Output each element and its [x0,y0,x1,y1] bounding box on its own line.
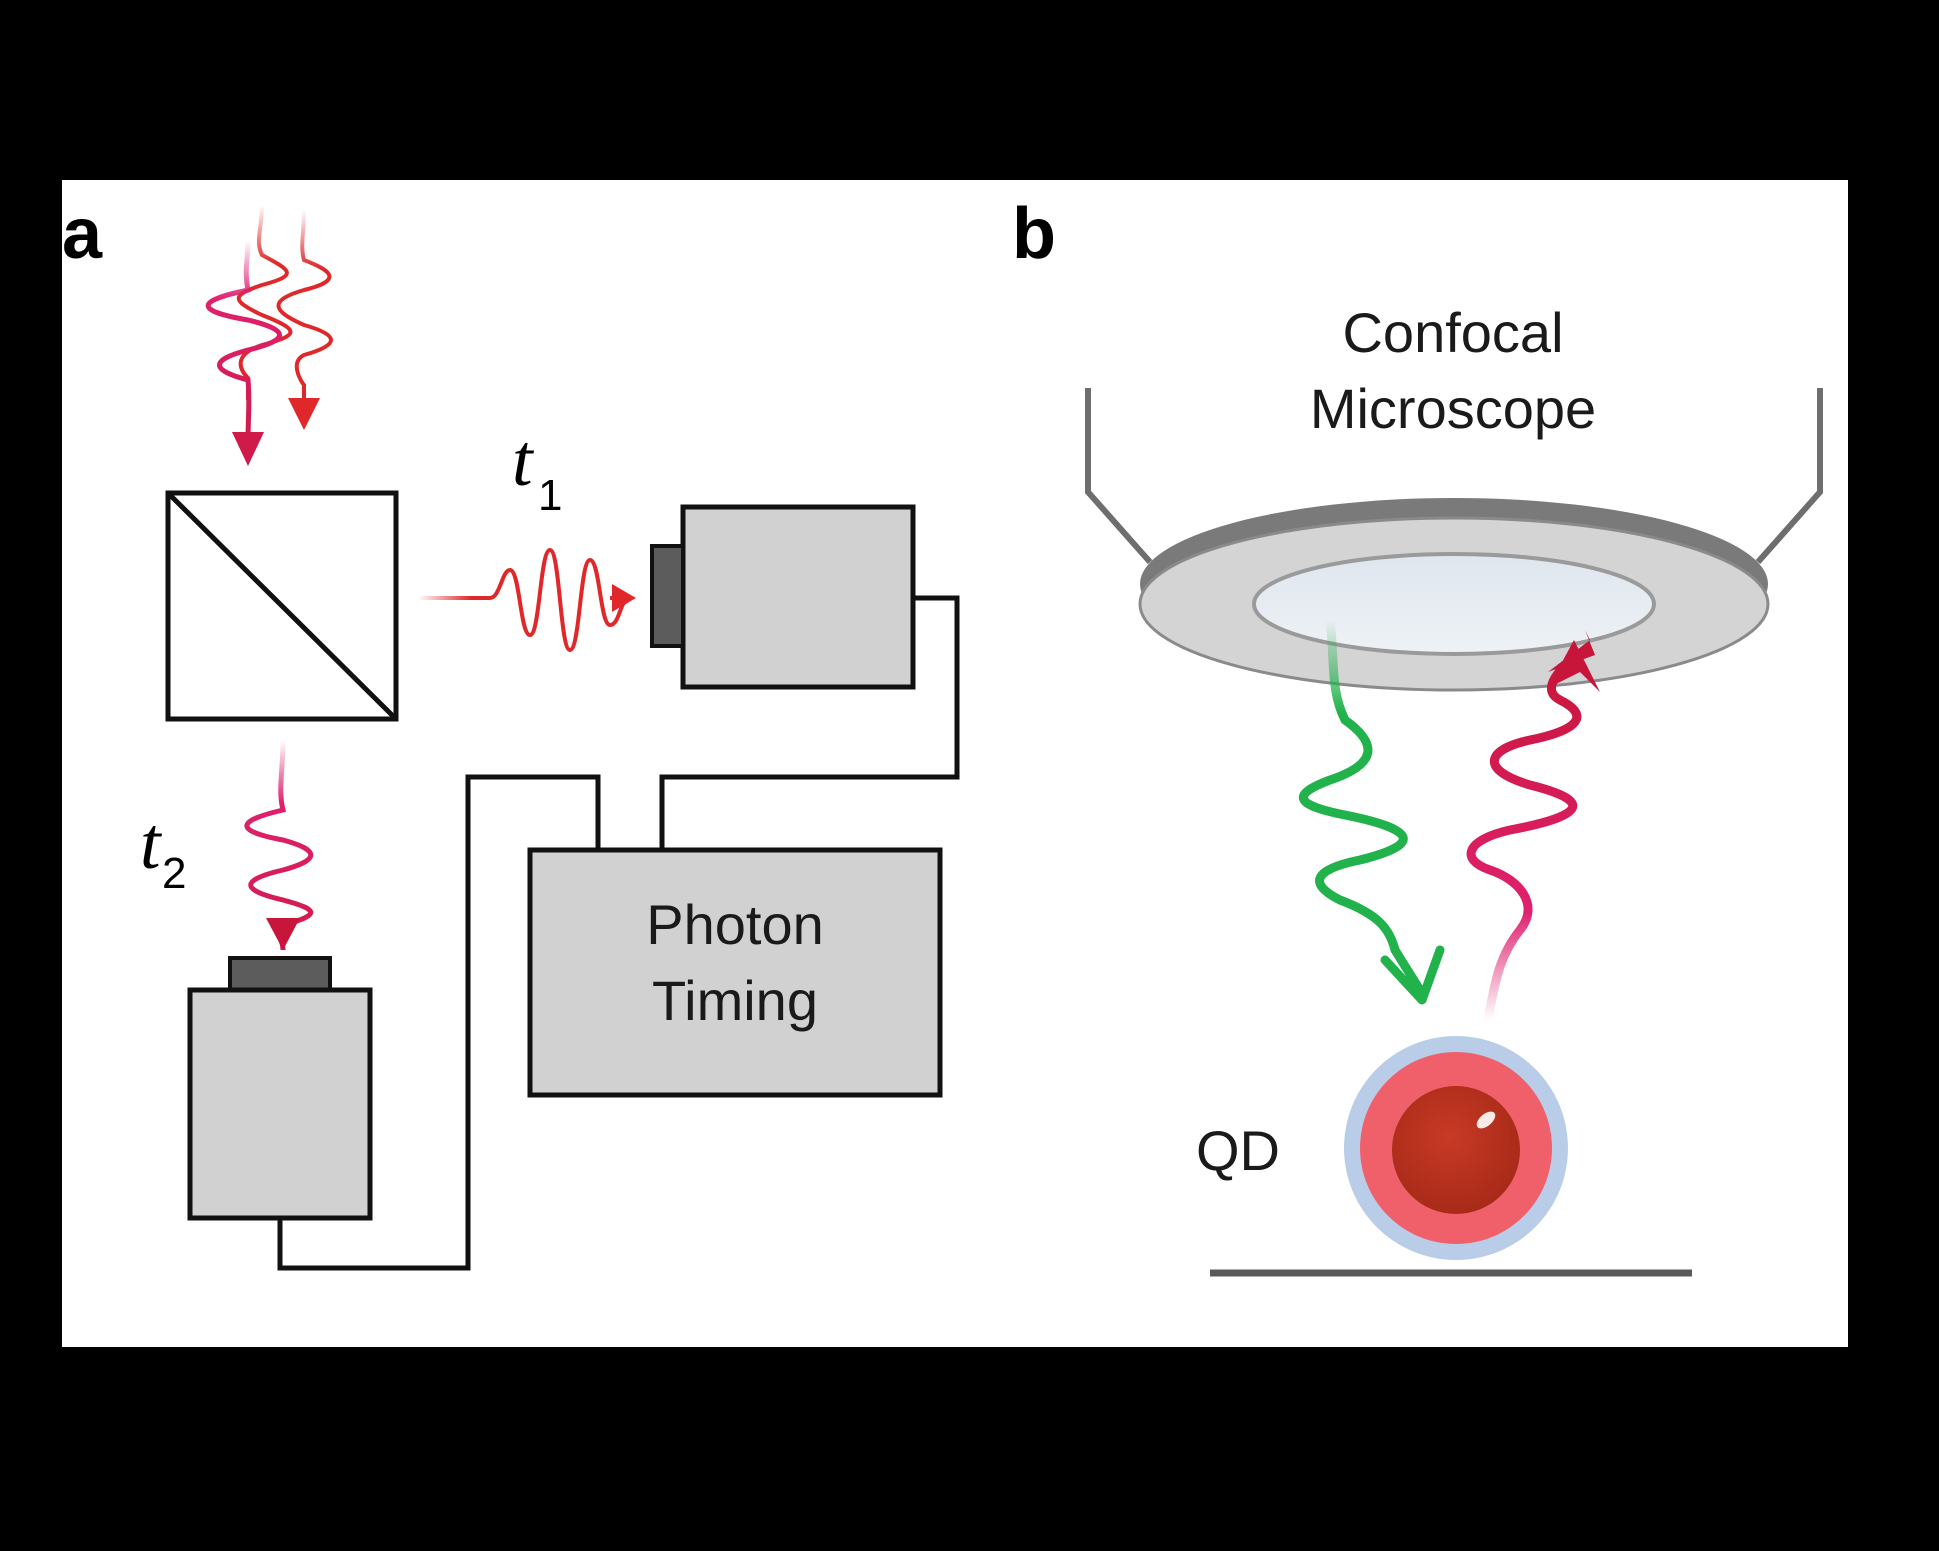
panel-a-label: a [62,194,103,274]
panel-b-label: b [1012,194,1056,274]
svg-text:t: t [512,420,535,502]
signal-cables [277,595,960,1271]
microscope-label-line1: Confocal [1342,301,1563,364]
detector-1 [650,504,916,690]
svg-text:t: t [140,803,163,885]
beam-splitter [165,490,399,722]
photon-to-detector-2 [244,739,314,951]
photon-to-detector-1 [418,547,636,653]
detector-2 [187,956,373,1221]
photon-timing-box: Photon Timing [527,847,943,1098]
photon-timing-label-line2: Timing [652,969,818,1032]
time-label-t1: t 1 [512,420,562,520]
excitation-photon [1298,615,1445,1005]
quantum-dot [1344,1036,1568,1260]
photon-timing-label-line1: Photon [646,893,824,956]
microscope-label-line2: Microscope [1310,377,1596,440]
time-label-t2: t 2 [140,803,186,898]
incoming-photons [205,204,333,466]
svg-text:2: 2 [162,849,186,898]
svg-text:1: 1 [538,471,562,520]
quantum-dot-label: QD [1196,1119,1280,1182]
emission-photon [1466,630,1600,1025]
microscope-objective [1085,388,1823,692]
